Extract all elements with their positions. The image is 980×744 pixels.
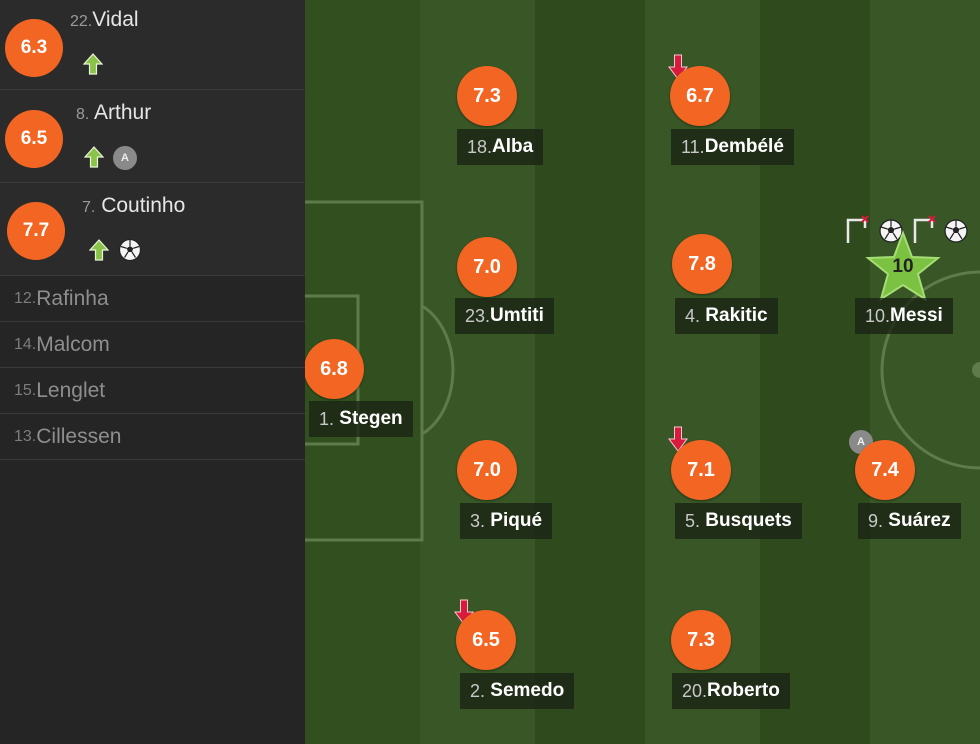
substitutes-panel: 6.3 22.Vidal 6.5 8. Arthur A 7.7 7. Cout…	[0, 0, 305, 744]
bench-row[interactable]: 13.Cillessen	[0, 414, 305, 460]
rating-badge: 7.8	[672, 234, 732, 294]
rating-badge: 6.3	[5, 19, 63, 77]
substitute-row[interactable]: 6.3 22.Vidal	[0, 0, 305, 90]
player-number: 12.	[14, 289, 37, 307]
pitch: 6.8 1. Stegen 7.3 18.Alba 7.0 23.Umtiti …	[305, 0, 980, 744]
rating-badge: 7.1	[671, 440, 731, 500]
player-label: 9. Suárez	[858, 503, 961, 539]
arrow-up-icon	[83, 53, 103, 75]
soccer-ball-icon	[118, 238, 142, 262]
rating-badge: 7.0	[457, 237, 517, 297]
player-label: 18.Alba	[457, 129, 544, 165]
player-number: 22.	[70, 13, 93, 30]
player-name: 7. Coutinho	[82, 194, 185, 218]
player-surname: Arthur	[94, 101, 152, 124]
soccer-ball-icon	[846, 215, 968, 243]
rating-badge: 6.5	[5, 110, 63, 168]
player-surname: Vidal	[92, 8, 139, 31]
arrow-up-icon	[84, 146, 104, 168]
player-number: 13.	[14, 427, 37, 445]
player-surname: Malcom	[36, 332, 110, 356]
player-name: 22.Vidal	[70, 8, 139, 32]
star-icon: 10	[865, 230, 941, 302]
assist-icon: A	[113, 146, 137, 170]
player-label: 4. Rakitic	[675, 298, 778, 334]
pitch-markings	[305, 0, 980, 744]
player-label: 10.Messi	[855, 298, 953, 334]
rating-badge: 7.0	[457, 440, 517, 500]
player-number: 14.	[14, 335, 37, 353]
player-label: 23.Umtiti	[455, 298, 554, 334]
star-number: 10	[892, 256, 914, 277]
arrow-up-icon	[89, 239, 109, 261]
player-label: 2. Semedo	[460, 673, 575, 709]
player-label: 5. Busquets	[675, 503, 802, 539]
rating-badge: 7.7	[7, 202, 65, 260]
player-number: 8.	[76, 106, 90, 123]
rating-badge: 6.7	[670, 66, 730, 126]
player-surname: Rafinha	[36, 286, 109, 310]
player-label: 20.Roberto	[672, 673, 790, 709]
player-label: 3. Piqué	[460, 503, 553, 539]
rating-badge: 7.4	[855, 440, 915, 500]
rating-badge: 7.3	[457, 66, 517, 126]
bench-row[interactable]: 14.Malcom	[0, 322, 305, 368]
bench-row[interactable]: 12.Rafinha	[0, 276, 305, 322]
goal-icons	[845, 214, 975, 249]
player-surname: Cillessen	[36, 424, 122, 448]
substitute-row[interactable]: 6.5 8. Arthur A	[0, 90, 305, 183]
player-number: 7.	[82, 199, 96, 216]
rating-badge: 7.3	[671, 610, 731, 670]
bench-row[interactable]: 15.Lenglet	[0, 368, 305, 414]
player-label: 1. Stegen	[309, 401, 413, 437]
player-name: 8. Arthur	[76, 101, 151, 125]
substitute-row[interactable]: 7.7 7. Coutinho	[0, 183, 305, 276]
player-label: 11.Dembélé	[671, 129, 794, 165]
player-surname: Lenglet	[36, 378, 106, 402]
rating-badge: 6.8	[305, 339, 364, 399]
player-surname: Coutinho	[101, 194, 186, 217]
player-number: 15.	[14, 381, 37, 399]
rating-badge: 6.5	[456, 610, 516, 670]
